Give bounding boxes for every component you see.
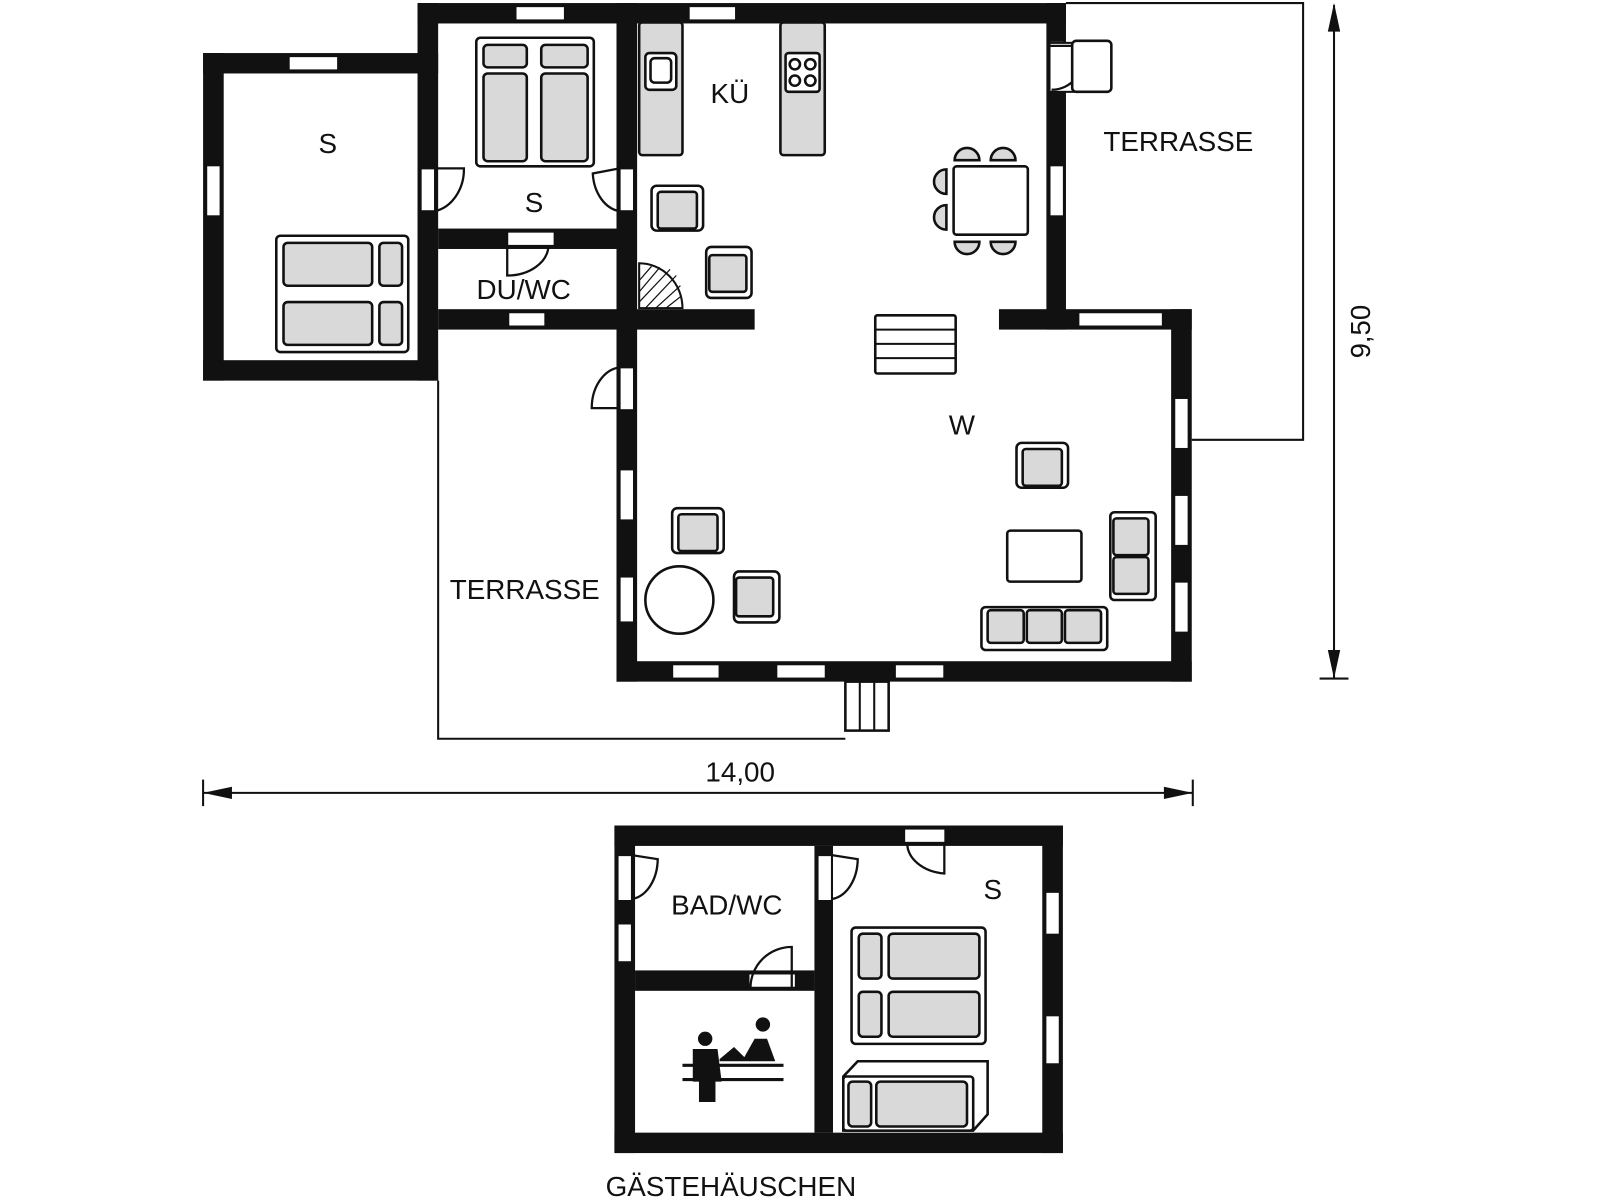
room-label-shower-wc: DU/WC <box>477 274 571 305</box>
kitchen-stove-counter <box>779 21 827 157</box>
sauna-icon <box>682 1017 784 1103</box>
room-label-living: W <box>949 410 976 441</box>
round-table <box>644 565 715 635</box>
room-label-kitchen: KÜ <box>711 78 750 109</box>
armchairs <box>650 184 1070 624</box>
doors <box>419 39 1113 412</box>
coffee-table <box>1005 529 1083 583</box>
guest-sofa-bed <box>842 1059 989 1132</box>
dimension-depth <box>1319 3 1349 680</box>
sofa-three-seat <box>980 605 1109 652</box>
terrace-east-outline <box>1065 2 1305 441</box>
stairs <box>873 314 957 375</box>
dining-table <box>932 146 1030 256</box>
dimension-width-label: 14,00 <box>705 757 775 788</box>
room-label-terrace-west: TERRASSE <box>450 574 600 605</box>
dimension-depth-label: 9,50 <box>1345 305 1376 359</box>
room-label-bedroom-2: S <box>525 187 544 218</box>
double-bed <box>474 36 596 168</box>
dimension-width <box>202 779 1194 807</box>
entrance-steps <box>844 680 890 732</box>
guest-house-walls <box>614 825 1063 1154</box>
room-label-guest-bath: BAD/WC <box>671 889 782 920</box>
room-label-guest-bedroom: S <box>984 874 1003 905</box>
guest-house-title: GÄSTEHÄUSCHEN <box>606 1171 857 1200</box>
terrace-west-outline <box>437 380 846 740</box>
kitchen-sink-counter <box>637 21 684 157</box>
bunk-beds <box>275 234 410 354</box>
sofa-two-seat <box>1109 510 1157 602</box>
stove-hatched <box>638 262 684 310</box>
guest-bunk-beds <box>850 926 987 1046</box>
room-label-bedroom-1: S <box>319 128 338 159</box>
room-label-terrace-east: TERRASSE <box>1103 126 1253 157</box>
